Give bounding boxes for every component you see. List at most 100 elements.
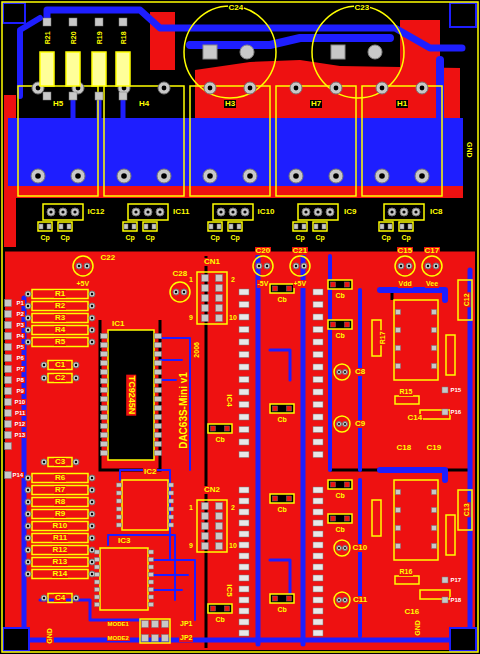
pad	[152, 621, 159, 628]
pad	[432, 526, 437, 531]
pin-label: 9	[188, 542, 194, 550]
pad	[239, 377, 249, 383]
pad	[380, 224, 384, 229]
resistor-symbol	[395, 576, 419, 584]
pad	[89, 523, 95, 529]
drill-hole	[27, 573, 29, 575]
silkscreen-label: Cb	[277, 606, 288, 614]
pin-label: P1	[16, 300, 25, 307]
silkscreen-label: H3	[224, 100, 236, 109]
drill-hole	[73, 210, 76, 213]
copper-pour	[4, 12, 475, 650]
drill-hole	[43, 364, 45, 366]
drill-hole	[248, 86, 253, 91]
pad	[396, 526, 401, 531]
ic-outline	[100, 548, 148, 610]
drill-hole	[27, 293, 29, 295]
capacitor-outline	[458, 280, 472, 320]
silkscreen-label: C11	[352, 596, 368, 605]
pad	[388, 208, 396, 216]
silkscreen-label: C12	[462, 292, 470, 307]
ic-footprint	[384, 204, 424, 220]
pad	[432, 508, 437, 513]
pad	[225, 426, 230, 431]
pad	[155, 397, 162, 402]
pad	[239, 327, 249, 333]
silkscreen-label: R15	[399, 388, 414, 396]
pad	[313, 402, 323, 408]
drill-hole	[338, 423, 340, 425]
silkscreen-label: R10	[52, 522, 69, 531]
silkscreen-label: C13	[462, 502, 470, 517]
silkscreen-label: C28	[172, 270, 189, 279]
silkscreen-label: TC9245N	[126, 375, 136, 416]
pad	[155, 343, 162, 348]
copper-pour	[5, 250, 475, 650]
pad	[95, 18, 103, 26]
pad	[239, 575, 249, 581]
pad	[239, 302, 249, 308]
drill-hole	[266, 265, 268, 267]
pad	[331, 516, 336, 521]
pad	[149, 580, 154, 584]
resistor-symbol	[92, 52, 106, 86]
pad	[239, 389, 249, 395]
pad	[216, 295, 223, 302]
pad	[302, 208, 310, 216]
pad	[294, 224, 298, 229]
pad	[89, 571, 95, 577]
pad	[95, 92, 103, 100]
drill-hole	[338, 599, 340, 601]
silkscreen-label: R18	[119, 30, 127, 45]
capacitor-outline	[328, 480, 352, 489]
silkscreen-label: C1	[54, 361, 66, 370]
silkscreen-label: Cp	[210, 234, 221, 242]
drill-hole	[75, 364, 77, 366]
pad	[331, 482, 336, 487]
capacitor-outline	[48, 361, 72, 370]
pad	[337, 422, 342, 427]
resistor-symbol	[32, 474, 88, 483]
pin-label: P9	[16, 388, 25, 395]
resistor-symbol	[446, 515, 455, 555]
silkscreen-label: Cb	[335, 292, 346, 300]
pad	[202, 523, 209, 530]
pad	[71, 208, 79, 216]
pad	[95, 588, 100, 592]
pad	[69, 18, 77, 26]
capacitor-pad	[331, 45, 345, 59]
pad	[216, 543, 223, 550]
drill-hole	[293, 173, 299, 179]
pad	[149, 595, 154, 599]
pad	[89, 547, 95, 553]
silkscreen-label: C24	[228, 4, 245, 13]
pad	[432, 490, 437, 495]
pad	[239, 289, 249, 295]
capacitor-outline	[422, 256, 442, 276]
copper-trace	[256, 256, 261, 644]
corner-mark	[450, 628, 476, 651]
pad	[95, 550, 100, 554]
isolation-gap	[100, 320, 160, 470]
silkscreen-label: Cp	[401, 234, 412, 242]
pad	[345, 482, 350, 487]
pad	[5, 410, 12, 417]
pad	[313, 364, 323, 370]
pad	[388, 224, 392, 229]
drill-hole	[344, 547, 346, 549]
silkscreen-label: R20	[69, 30, 77, 45]
resistor-symbol	[32, 326, 88, 335]
pad	[396, 328, 401, 333]
pad	[101, 370, 108, 375]
corner-mark	[450, 3, 476, 27]
capacitor-outline	[228, 222, 242, 231]
pad	[173, 289, 179, 295]
drill-hole	[344, 599, 346, 601]
pad	[239, 531, 249, 537]
pad	[313, 339, 323, 345]
resistor-symbol	[32, 546, 88, 555]
capacitor-outline	[48, 458, 72, 467]
capacitor-outline	[73, 256, 93, 276]
resistor-symbol	[66, 52, 80, 86]
